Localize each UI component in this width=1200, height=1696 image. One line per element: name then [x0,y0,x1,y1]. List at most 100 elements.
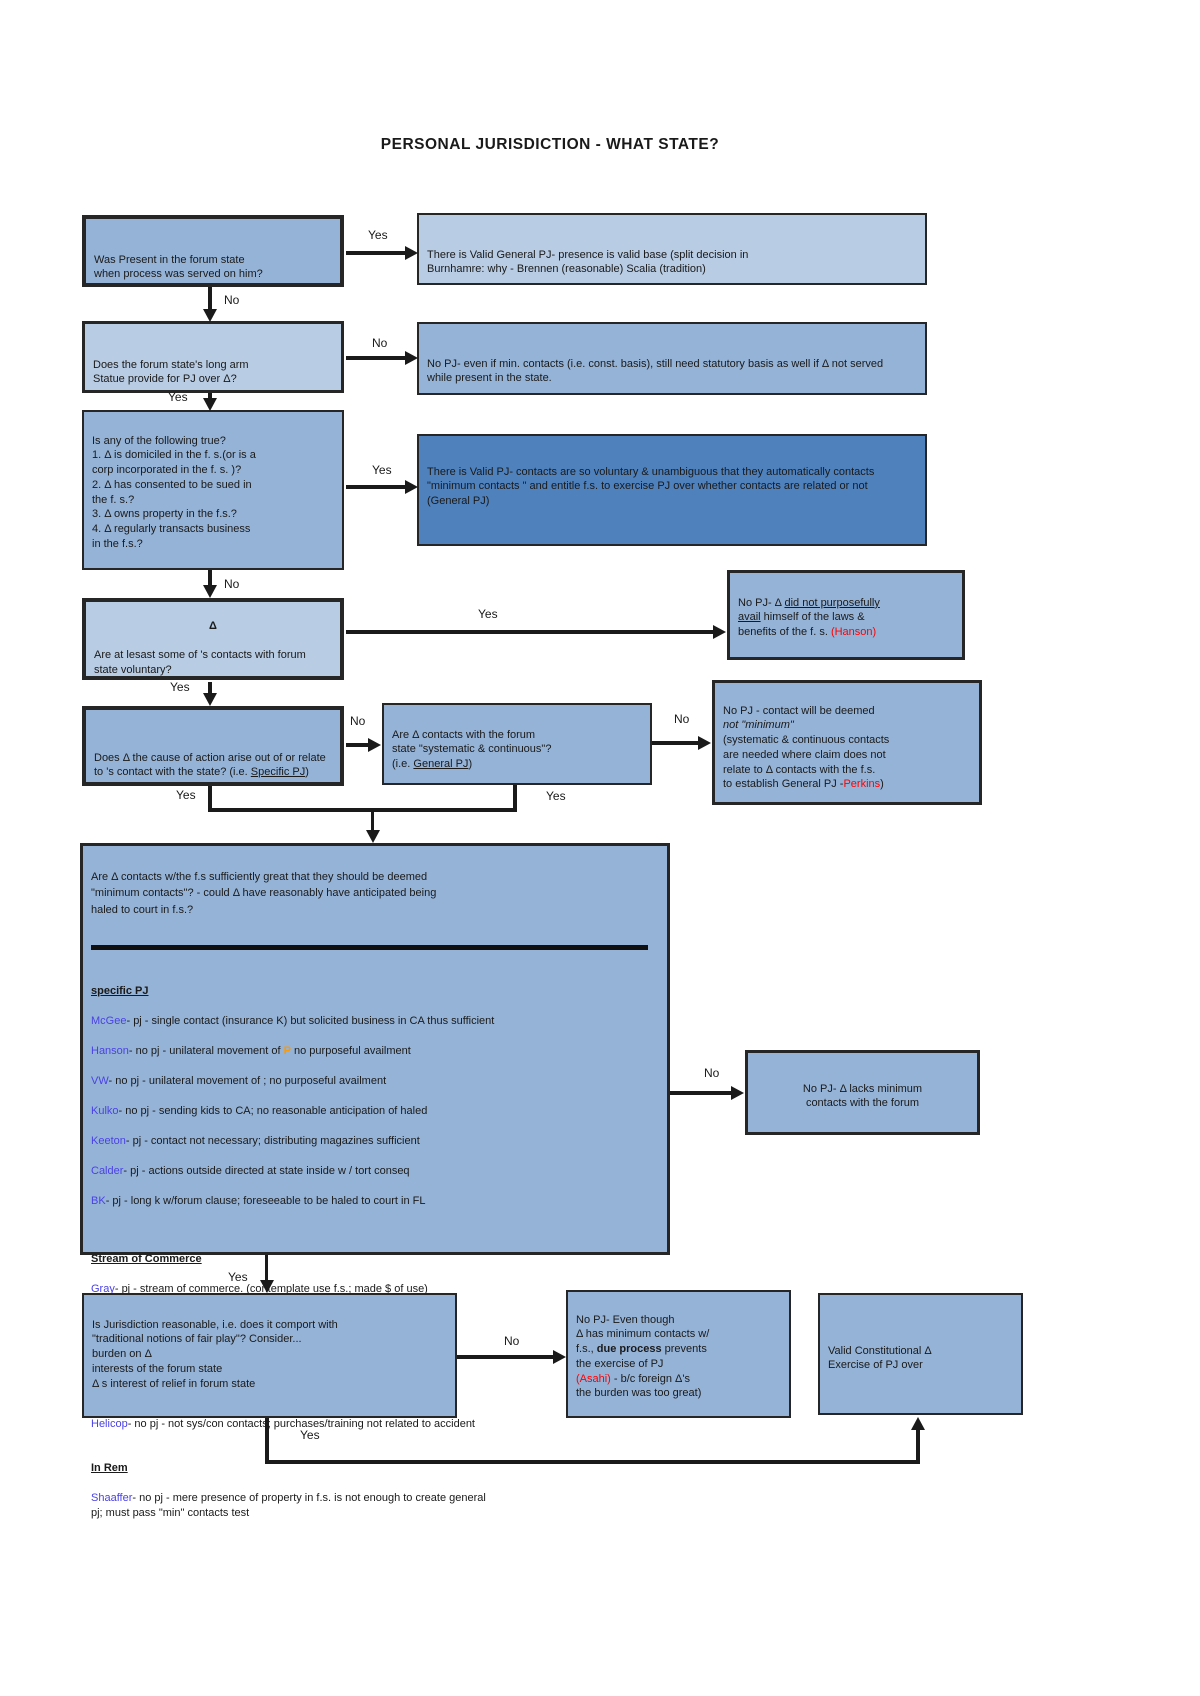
node-contacts-voluntary-text: Are at lesast some of 's contacts with f… [94,649,306,676]
flow-line [457,1355,556,1359]
asahi-pre: No PJ- Even though Δ has minimum contact… [576,1313,710,1356]
node-no-pj-due-process: No PJ- Even though Δ has minimum contact… [566,1290,791,1418]
yes-label: Yes [372,463,392,477]
notmin-italic: not "minimum" [723,719,794,732]
flow-line [346,356,409,360]
node-no-pj-lacks-minimum: No PJ- Δ lacks minimum contacts with the… [745,1050,980,1135]
arrow-head [405,480,418,494]
no-label: No [372,336,388,350]
flow-line [652,741,700,745]
arrow-head [698,736,711,750]
node-jurisdiction-reasonable-text: Is Jurisdiction reasonable, i.e. does it… [92,1318,338,1390]
cause-pre: Does Δ the cause of action arise out of … [94,751,326,779]
node-contacts-voluntary: Δ Are at lesast some of 's contacts with… [82,598,344,680]
hanson-pre: No PJ- Δ [738,596,785,609]
notmin-pre: No PJ - contact will be deemed [723,704,875,717]
case-line-keeton: Keeton- pj - contact not necessary; dist… [91,1134,420,1147]
node-any-following-true: Is any of the following true? 1. Δ is do… [82,410,344,570]
no-label: No [224,293,240,307]
flow-line [346,251,409,255]
divider [91,944,648,950]
case-line-kulko: Kulko- no pj - sending kids to CA; no re… [91,1105,428,1118]
hanson-mid: himself of the laws & benefits of the f.… [738,611,865,639]
cause-underlined: Specific PJ [250,766,306,779]
arrow-head [405,351,418,365]
flow-line [208,287,212,316]
case-line-shaaffer: Shaaffer- no pj - mere presence of prope… [91,1492,486,1520]
case-line-calder: Calder- pj - actions outside directed at… [91,1164,410,1177]
node-minimum-contacts: Are Δ contacts w/the f.s sufficiently gr… [80,843,670,1519]
flow-line [513,785,517,812]
page-title: PERSONAL JURISDICTION - WHAT STATE? [380,136,720,153]
minimum-contacts-question: Are Δ contacts w/the f.s sufficiently gr… [91,870,437,916]
arrow-head [203,398,217,411]
arrow-head [368,738,381,752]
yes-label: Yes [546,789,566,803]
arrow-head [553,1350,566,1364]
no-label: No [350,714,366,728]
yes-label: Yes [176,788,196,802]
node-systematic-continuous: Are Δ contacts with the forum state "sys… [382,703,652,785]
node-valid-pj-contacts-text: There is Valid PJ- contacts are so volun… [427,465,875,508]
yes-label: Yes [300,1428,320,1442]
flow-line [916,1428,920,1462]
section-heading-stream-of-commerce: Stream of Commerce [91,1253,202,1266]
flow-line [265,1255,268,1283]
node-was-present: Was Present in the forum state when proc… [82,215,344,287]
node-long-arm-statute: Does the forum state's long arm Statue p… [82,321,344,393]
node-valid-constitutional: Valid Constitutional Δ Exercise of PJ ov… [818,1293,1023,1415]
arrow-head [203,693,217,706]
plaintiff-symbol: P [283,1045,291,1058]
case-line-vw: VW- no pj - unilateral movement of ; no … [91,1075,387,1088]
yes-label: Yes [228,1270,248,1284]
node-valid-pj-contacts: There is Valid PJ- contacts are so volun… [417,434,927,546]
section-heading-in-rem: In Rem [91,1462,128,1475]
node-long-arm-statute-text: Does the forum state's long arm Statue p… [93,358,249,386]
arrow-head [203,309,217,322]
flow-line [208,393,212,400]
yes-label: Yes [478,607,498,621]
systematic-post: ) [468,758,473,771]
delta-icon: Δ [209,619,217,632]
systematic-pre: Are Δ contacts with the forum state "sys… [392,728,552,771]
arrow-head [366,830,380,843]
flow-line [208,786,212,812]
arrow-head [405,246,418,260]
systematic-underlined: General PJ [413,758,469,771]
flow-line [265,1460,920,1464]
hanson-case-cite: (Hanson) [830,626,877,639]
flow-line [346,743,372,747]
flow-line [670,1091,735,1095]
yes-label: Yes [168,390,188,404]
node-no-pj-hanson: No PJ- Δ did not purposefully avail hims… [727,570,965,660]
notmin-end: ) [880,778,884,791]
flow-line [346,485,409,489]
no-label: No [674,712,690,726]
arrow-head [911,1417,925,1430]
hanson-underlined: did not purposefully avail [738,596,880,624]
flow-line [208,570,212,590]
node-valid-general-pj-text: There is Valid General PJ- presence is v… [427,248,749,276]
node-no-pj-not-minimum: No PJ - contact will be deemed not "mini… [712,680,982,805]
node-any-following-true-text: Is any of the following true? 1. Δ is do… [92,434,256,550]
flow-line [208,682,212,698]
asahi-mid: prevents the exercise of PJ [576,1343,707,1370]
node-jurisdiction-reasonable: Is Jurisdiction reasonable, i.e. does it… [82,1293,457,1418]
node-valid-constitutional-text: Valid Constitutional Δ Exercise of PJ ov… [828,1344,932,1372]
notmin-case-cite: Perkins [843,778,881,791]
section-heading-specific-pj: specific PJ [91,985,149,998]
flow-line [265,1418,269,1464]
asahi-post: - b/c foreign Δ's the burden was too gre… [576,1372,702,1400]
case-line-mcgee: McGee- pj - single contact (insurance K)… [91,1015,495,1028]
case-line-hanson: Hanson- no pj - unilateral movement of P… [91,1045,411,1058]
no-label: No [704,1066,720,1080]
node-valid-general-pj: There is Valid General PJ- presence is v… [417,213,927,285]
flow-line [346,630,715,634]
case-line-helicop: Helicop- no pj - not sys/con contacts; p… [91,1417,475,1430]
arrow-head [713,625,726,639]
node-cause-of-action: Does Δ the cause of action arise out of … [82,706,344,786]
asahi-bold: due process [596,1343,662,1356]
no-label: No [504,1334,520,1348]
notmin-post: (systematic & continuous contacts are ne… [723,734,890,791]
